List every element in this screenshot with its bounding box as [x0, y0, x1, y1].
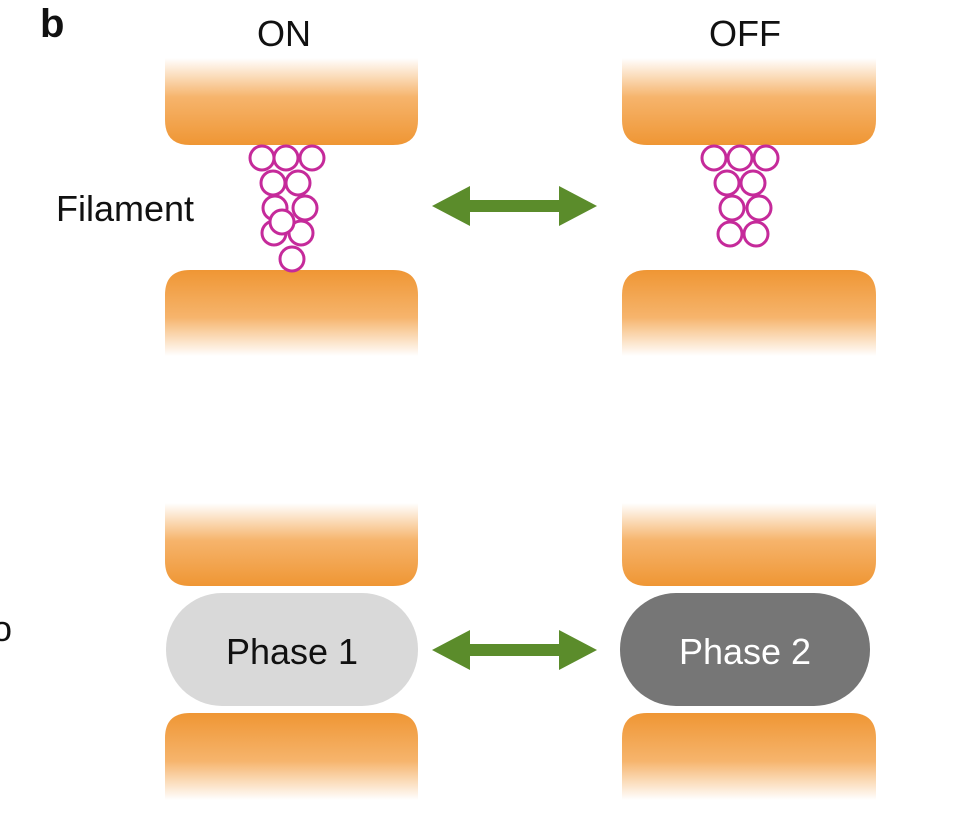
filament-atom — [718, 194, 746, 222]
filament-atom — [726, 144, 754, 172]
bottom-right-upper-electrode — [622, 503, 876, 586]
top-left-upper-electrode — [165, 58, 418, 145]
off-column-label: OFF — [709, 13, 781, 54]
filament-atom — [713, 169, 741, 197]
filament-atom — [752, 144, 780, 172]
filament-atom — [248, 144, 276, 172]
filament-atom — [739, 169, 767, 197]
bottom-right-lower-electrode — [622, 713, 876, 800]
on-column-label: ON — [257, 13, 311, 54]
filament-atom — [268, 208, 296, 236]
filament-atom — [291, 194, 319, 222]
filament-atom — [700, 144, 728, 172]
filament-atom — [742, 220, 770, 248]
bottom-left-upper-electrode — [165, 503, 418, 586]
phase-2-label: Phase 2 — [679, 631, 811, 672]
filament-label: Filament — [56, 188, 194, 229]
filament-atom — [259, 169, 287, 197]
phase-1-label: Phase 1 — [226, 631, 358, 672]
on-filament — [248, 144, 326, 273]
panel-letter: b — [40, 2, 64, 46]
filament-atom — [745, 194, 773, 222]
filament-atom — [716, 220, 744, 248]
top-right-lower-electrode — [622, 270, 876, 356]
phase-2-pill — [620, 593, 870, 706]
top-double-arrow — [432, 186, 597, 226]
filament-atom — [278, 245, 306, 273]
off-filament — [700, 144, 780, 248]
filament-atom — [284, 169, 312, 197]
top-left-lower-electrode — [165, 270, 418, 356]
cut-off-glyph: o — [0, 608, 12, 649]
bottom-double-arrow — [432, 630, 597, 670]
filament-atom — [272, 144, 300, 172]
filament-atom — [298, 144, 326, 172]
bottom-left-lower-electrode — [165, 713, 418, 800]
phase-1-pill — [166, 593, 418, 706]
top-right-upper-electrode — [622, 58, 876, 145]
